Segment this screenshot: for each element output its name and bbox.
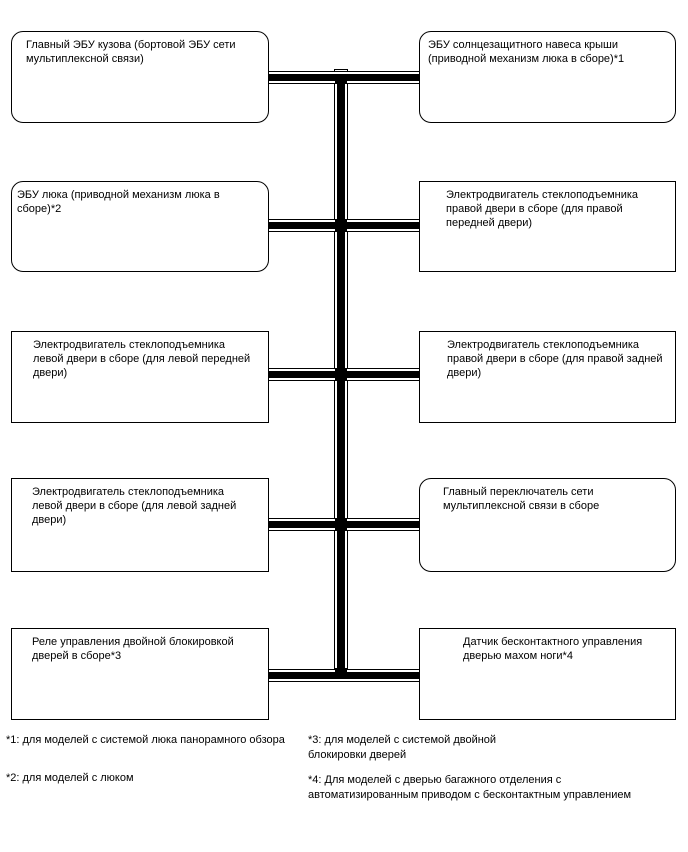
node-label: Реле управления двойной блокировкой двер…: [32, 636, 234, 662]
node-roof-sunshade-ecu: ЭБУ солнцезащитного навеса крыши (привод…: [419, 31, 676, 123]
node-label: ЭБУ люка (приводной механизм люка в сбор…: [17, 189, 220, 215]
footnote-4: *4: Для моделей с дверью багажного отдел…: [308, 774, 632, 801]
node-power-window-motor-rear-right: Электродвигатель стеклоподъемника правой…: [419, 331, 676, 423]
node-double-locking-relay: Реле управления двойной блокировкой двер…: [11, 628, 269, 720]
node-foot-kick-sensor: Датчик бесконтактного управления дверью …: [419, 628, 676, 720]
node-multiplex-master-switch: Главный переключатель сети мультиплексно…: [419, 478, 676, 572]
node-label: Главный переключатель сети мультиплексно…: [443, 486, 600, 512]
footnote-3: *3: для моделей с системой двойной блоки…: [308, 734, 497, 761]
node-label: Электродвигатель стеклоподъемника правой…: [446, 189, 639, 229]
bus-junction-row-2: [335, 219, 347, 232]
bus-junction-row-3: [335, 368, 347, 381]
node-power-window-motor-front-left: Электродвигатель стеклоподъемника левой …: [11, 331, 269, 423]
node-label: Датчик бесконтактного управления дверью …: [463, 636, 643, 662]
bus-junction-row-5: [335, 668, 347, 679]
node-sunroof-ecu: ЭБУ люка (приводной механизм люка в сбор…: [11, 181, 269, 272]
node-label: Электродвигатель стеклоподъемника левой …: [32, 486, 237, 526]
node-main-body-ecu: Главный ЭБУ кузова (бортовой ЭБУ сети му…: [11, 31, 269, 123]
node-power-window-motor-front-right: Электродвигатель стеклоподъемника правой…: [419, 181, 676, 272]
bus-junction-row-1: [335, 74, 347, 84]
node-label: Электродвигатель стеклоподъемника левой …: [33, 339, 251, 379]
footnote-1: *1: для моделей с системой люка панорамн…: [6, 734, 285, 746]
node-label: Электродвигатель стеклоподъемника правой…: [447, 339, 663, 379]
node-label: ЭБУ солнцезащитного навеса крыши (привод…: [428, 39, 625, 65]
node-label: Главный ЭБУ кузова (бортовой ЭБУ сети му…: [26, 39, 236, 65]
node-power-window-motor-rear-left: Электродвигатель стеклоподъемника левой …: [11, 478, 269, 572]
footnote-2: *2: для моделей с люком: [6, 772, 134, 784]
bus-junction-row-4: [335, 518, 347, 531]
